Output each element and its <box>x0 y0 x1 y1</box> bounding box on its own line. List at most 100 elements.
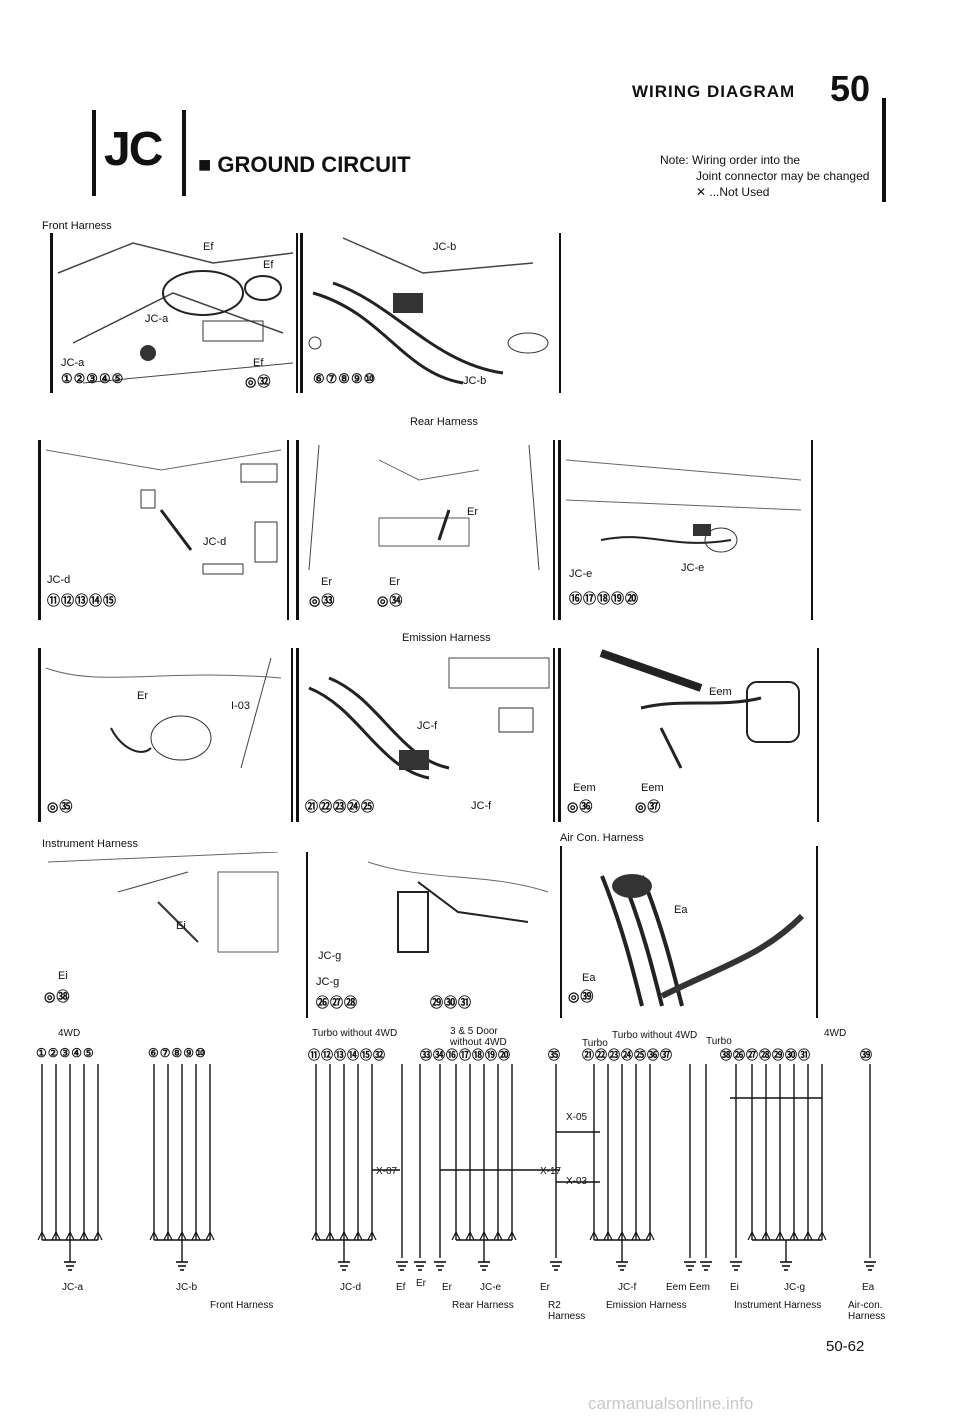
wiring-label-3-5-door: 3 & 5 Door without 4WD <box>450 1026 507 1048</box>
wire-arrow <box>803 1231 809 1241</box>
bottom-label-er-c: Er <box>540 1282 550 1293</box>
wire-arrow <box>821 1231 827 1241</box>
panel4-label-er-c: Er <box>389 576 400 588</box>
front-harness-label: Front Harness <box>42 220 112 232</box>
wire-arrow <box>79 1231 85 1241</box>
panel1-label-ef-b: Ef <box>263 259 274 271</box>
wire-arrow <box>357 1231 363 1241</box>
wire-arrow <box>607 1231 613 1241</box>
wire-arrow <box>747 1231 753 1241</box>
note-block: Note: Wiring order into the Joint connec… <box>660 152 869 200</box>
wiring-label-turbo-a: Turbo <box>582 1038 608 1049</box>
panel-front-jca-sketch <box>57 242 294 384</box>
bottom-label-r2-harness: R2 Harness <box>548 1300 586 1322</box>
panel6-ground-pins: ◎㉟ <box>47 799 74 814</box>
panel1-label-jca-a: JC-a <box>145 313 169 325</box>
wire-arrow <box>55 1231 61 1241</box>
panel11-label-ea-b: Ea <box>582 972 596 984</box>
bottom-label-jca: JC-a <box>62 1282 84 1293</box>
bottom-label-jcb: JC-b <box>176 1282 198 1293</box>
wire-arrow <box>163 1231 169 1241</box>
wire-arrow <box>65 1231 71 1241</box>
wiring-label-x17: X-17 <box>540 1166 562 1177</box>
wire-arrow <box>593 1231 599 1241</box>
panel9-ground-pins: ◎㊳ <box>44 989 71 1004</box>
emission-harness-label: Emission Harness <box>402 632 491 644</box>
panel8-ground-pins-a: ◎㊱ <box>567 799 594 814</box>
pin-group-r2: ㉟ <box>548 1048 562 1062</box>
panel-instrument-ei-sketch <box>47 852 279 953</box>
pin-group-jce: ㉝㉞⑯⑰⑱⑲⑳ <box>420 1048 512 1062</box>
bottom-label-rear-harness: Rear Harness <box>452 1300 514 1311</box>
wire-arrow <box>807 1231 813 1241</box>
panel-emission-jcf-sketch <box>308 657 550 780</box>
section-bullet: ■ <box>198 152 212 177</box>
panel3-label-jcd-b: JC-d <box>47 574 71 586</box>
wire-arrow <box>645 1231 651 1241</box>
bottom-label-ea: Ea <box>862 1282 875 1293</box>
bottom-label-jcd: JC-d <box>340 1282 362 1293</box>
bottom-label-instrument-harness: Instrument Harness <box>734 1300 822 1311</box>
panel-front-jca: Ef Ef JC-a JC-a ①②③④⑤ Ef ◎㉜ <box>50 233 298 393</box>
watermark: carmanualsonline.info <box>588 1394 754 1413</box>
wire-arrow <box>451 1231 457 1241</box>
bottom-label-jcf: JC-f <box>618 1282 637 1293</box>
panel-aircon-ea: Ea Ea ◎㊴ <box>560 846 818 1018</box>
panel1-label-jca-b: JC-a <box>61 357 85 369</box>
panel8-label-eem-b: Eem <box>573 782 596 794</box>
wire-arrow <box>589 1231 595 1241</box>
wire-arrow <box>311 1231 317 1241</box>
panel6-label-er: Er <box>137 690 148 702</box>
wire-arrow <box>511 1231 517 1241</box>
panel-emission-jcf: JC-f ㉑㉒㉓㉔㉕ JC-f <box>296 648 555 822</box>
panel-rear-jce-sketch <box>565 459 802 553</box>
section-title: ■ GROUND CIRCUIT <box>198 152 411 178</box>
panel1-connector-pins: ①②③④⑤ <box>61 371 125 386</box>
panel6-label-i03: I-03 <box>231 700 250 712</box>
wire-arrow <box>97 1231 103 1241</box>
wire-arrow <box>367 1231 373 1241</box>
panel-rear-er-sketch <box>308 444 540 571</box>
wire-arrow <box>751 1231 757 1241</box>
panel7-connector-pins: ㉑㉒㉓㉔㉕ <box>305 799 376 814</box>
panel10-connector-pins-a: ㉖㉗㉘ <box>316 995 359 1010</box>
panel8-label-eem-a: Eem <box>709 686 732 698</box>
panel-instrument-ei: Ei Ei ◎㊳ <box>38 852 288 1018</box>
wire-arrow <box>37 1231 43 1241</box>
panel4-ground-pins-b: ◎㉞ <box>377 593 404 608</box>
section-code: JC <box>104 123 163 176</box>
bottom-label-jcg: JC-g <box>784 1282 806 1293</box>
wiring-label-4wd-right: 4WD <box>824 1028 847 1039</box>
panel1-label-ef-a: Ef <box>203 241 214 253</box>
panel2-connector-pins: ⑥⑦⑧⑨⑩ <box>313 371 377 386</box>
panel3-connector-pins: ⑪⑫⑬⑭⑮ <box>47 593 118 608</box>
panel-rear-jce: JC-e JC-e ⑯⑰⑱⑲⑳ <box>558 440 813 620</box>
wire-arrow <box>455 1231 461 1241</box>
panel5-label-jce-a: JC-e <box>569 568 593 580</box>
wire-arrow <box>617 1231 623 1241</box>
wire-arrow <box>635 1231 641 1241</box>
wire-arrow <box>497 1231 503 1241</box>
panel11-ground-pins: ◎㊴ <box>568 989 595 1004</box>
bottom-label-aircon-harness: Air-con. Harness <box>848 1300 886 1322</box>
panel1-ground-pins: ◎㉜ <box>245 374 272 389</box>
wire-arrow <box>465 1231 471 1241</box>
section-code-box: JC <box>92 110 186 196</box>
panel5-label-jce-b: JC-e <box>681 562 705 574</box>
panel-rear-er: Er Er Er ◎㉝ ◎㉞ <box>296 440 555 620</box>
wire-arrow <box>343 1231 349 1241</box>
wire-arrow <box>83 1231 89 1241</box>
panel-emission-eem: Eem Eem Eem ◎㊱ ◎㊲ <box>558 648 819 822</box>
instrument-harness-label: Instrument Harness <box>42 838 138 850</box>
wire-arrow <box>177 1231 183 1241</box>
pin-group-jcg: ㊳㉖㉗㉘㉙㉚㉛ <box>720 1048 812 1062</box>
wire-arrow <box>191 1231 197 1241</box>
note-line-1: Note: Wiring order into the <box>660 153 801 167</box>
wire-arrow <box>93 1231 99 1241</box>
wire-arrow <box>817 1231 823 1241</box>
wiring-label-turbo-b: Turbo <box>706 1036 732 1047</box>
wire-arrow <box>149 1231 155 1241</box>
wire-arrow <box>51 1231 57 1241</box>
panel7-label-jcf-a: JC-f <box>417 720 438 732</box>
